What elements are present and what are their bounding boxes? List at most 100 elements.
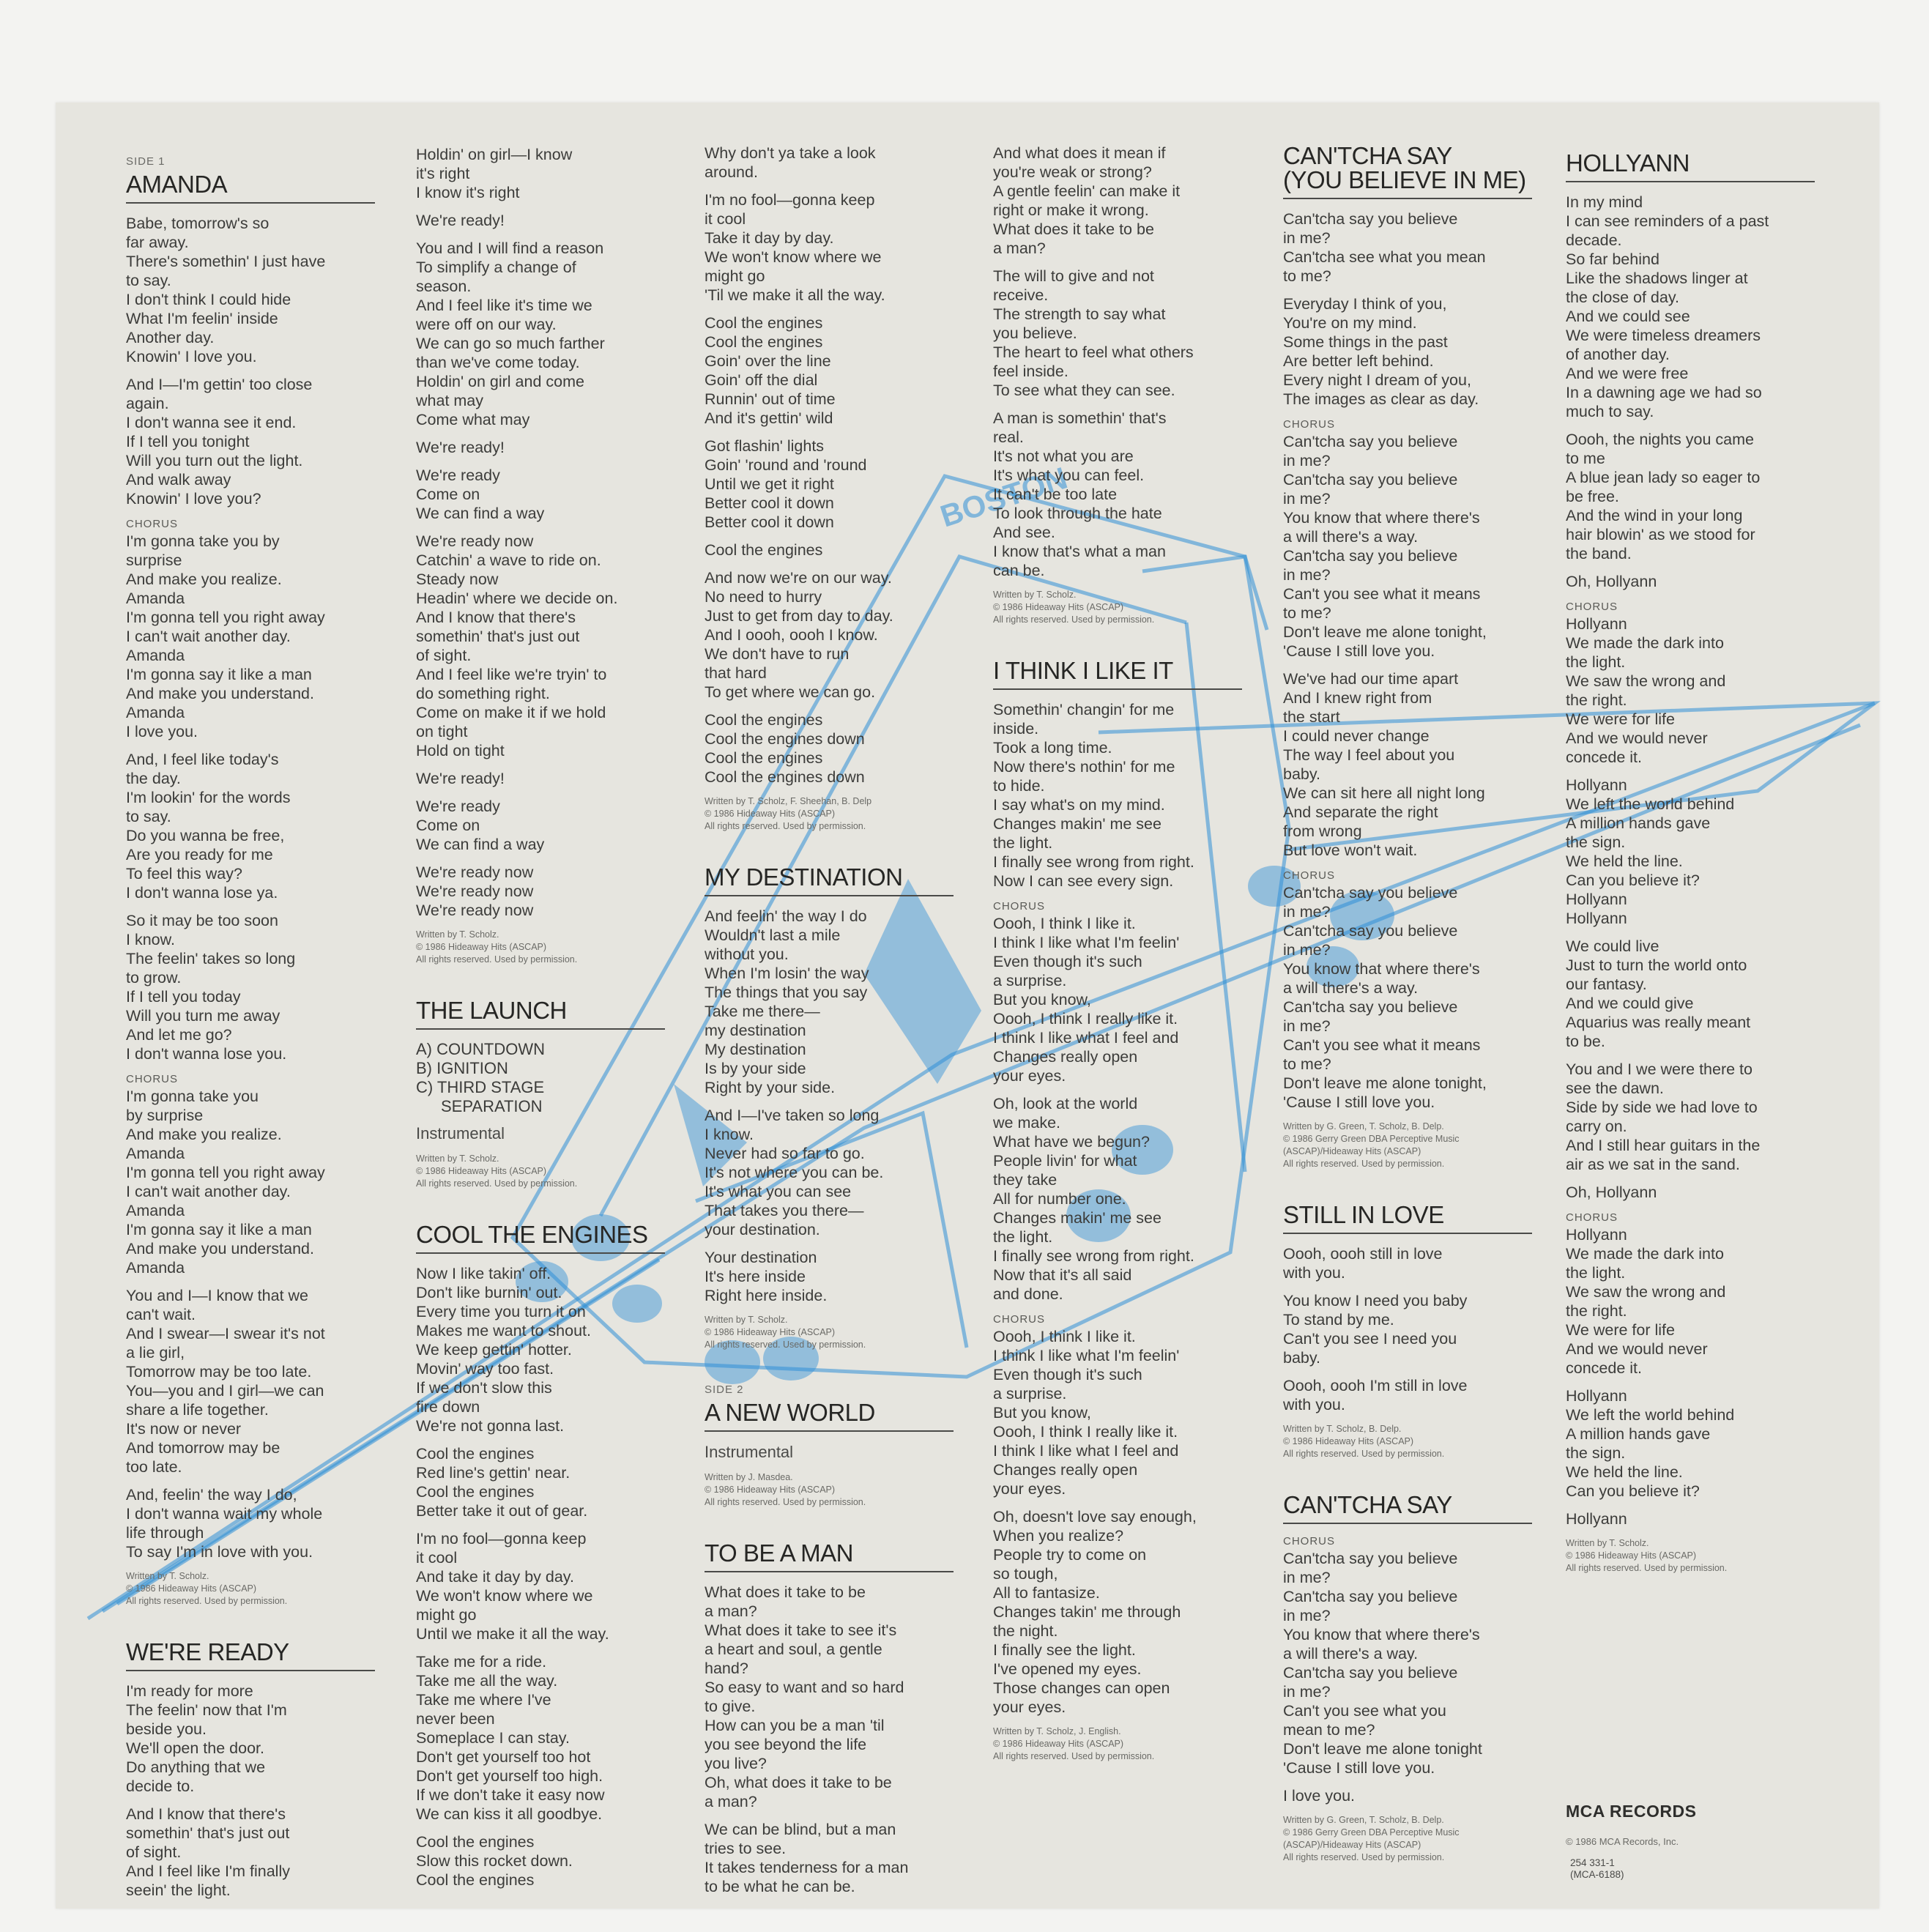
lyric-line: It's what you can feel. [993,467,1145,484]
lyric-line: Side by side we had love to [1566,1099,1758,1116]
lyric-line: than we've come today. [416,354,580,371]
stanza: We're ready! [416,438,665,457]
lyric-line: you're weak or strong? [993,163,1152,181]
lyric-line: far away. [126,234,189,251]
lyric-line: We won't know where we [705,248,882,266]
lyric-line: But you know, [993,991,1091,1008]
lyric-line: I love you. [126,723,198,740]
lyric-line: again. [126,395,169,412]
lyric-line: seein' the light. [126,1881,231,1899]
lyric-line: Can'tcha say you believe [1283,210,1458,228]
lyric-line: How can you be a man 'til [705,1717,885,1734]
lyric-line: The way I feel about you [1283,746,1455,764]
lyric-line: in me? [1283,490,1331,508]
song-title: MY DESTINATION [705,865,954,896]
lyric-line: And what does it mean if [993,144,1166,162]
lyric-line: We made the dark into [1566,634,1724,652]
lyric-line: I know. [126,931,175,948]
lyric-line: So far behind [1566,250,1659,268]
songwriter-credits: Written by T. Scholz.© 1986 Hideaway Hit… [126,1570,375,1608]
lyric-line: Oh, what does it take to be [705,1774,892,1791]
song-title: HOLLYANN [1566,151,1815,182]
lyric-line: We're ready! [416,439,505,456]
lyric-line: And I know that there's [126,1805,286,1823]
lyric-line: Every time you turn it on [416,1303,586,1320]
lyric-line: A gentle feelin' can make it [993,182,1181,200]
lyric-line: Can't you see what it means [1283,585,1481,603]
lyric-line: If I tell you today [126,988,241,1006]
lyric-line: Red line's gettin' near. [416,1464,570,1482]
stanza: We're ready! [416,769,665,788]
lyric-line: Can'tcha say you believe [1283,884,1458,902]
lyric-line: our fantasy. [1566,976,1647,993]
lyric-line: I finally see the light. [993,1641,1136,1659]
credit-line: Written by T. Scholz. [416,1153,499,1164]
songwriter-credits: Written by T. Scholz, J. English.© 1986 … [993,1725,1242,1763]
lyric-line: to be what he can be. [705,1878,855,1895]
lyric-line: Amanda [126,590,185,607]
credit-line: Written by T. Scholz, F. Sheehan, B. Del… [705,796,872,806]
lyric-line: Aquarius was really meant [1566,1014,1751,1031]
lyric-line: in me? [1283,566,1331,584]
track-item: A) COUNTDOWN [416,1040,545,1058]
lyric-line: I don't wanna wait my whole [126,1505,323,1523]
lyric-line: a will there's a way. [1283,528,1419,546]
lyric-line: And I knew right from [1283,689,1432,707]
lyric-line: with you. [1283,1396,1345,1413]
credit-line: Written by T. Scholz. [993,590,1077,600]
lyric-line: You're on my mind. [1283,314,1417,332]
credit-line: © 1986 Hideaway Hits (ASCAP) [416,942,547,952]
lyric-line: And I swear—I swear it's not [126,1325,325,1342]
lyric-line: I finally see wrong from right. [993,853,1194,871]
lyric-line: never been [416,1710,495,1728]
lyric-line: it cool [705,210,746,228]
lyric-line: And let me go? [126,1026,232,1044]
lyric-line: Why don't ya take a look [705,144,876,162]
lyric-line: right or make it wrong. [993,201,1149,219]
lyric-line: And see. [993,524,1055,541]
credit-line: © 1986 Hideaway Hits (ASCAP) [705,1327,836,1337]
lyric-line: can be. [993,562,1045,579]
lyric-line: You know that where there's [1283,960,1480,978]
lyric-line: somethin' that's just out [126,1824,290,1842]
lyric-line: Oooh, I think I really like it. [993,1423,1178,1441]
stanza: Hollyann [1566,1509,1815,1528]
lyric-line: the light. [993,1228,1053,1246]
lyric-line: I finally see wrong from right. [993,1247,1194,1265]
lyric-line: Movin' way too fast. [416,1360,554,1378]
lyric-line: What have we begun? [993,1133,1150,1151]
lyric-line: And I—I'm gettin' too close [126,376,313,393]
lyric-line: baby. [1283,765,1320,783]
lyric-line: Oh, look at the world [993,1095,1138,1112]
lyric-line: Until we make it all the way. [416,1625,609,1643]
lyric-line: feel inside. [993,363,1068,380]
lyric-line: Oooh, the nights you came [1566,431,1754,448]
lyric-line: We were timeless dreamers [1566,327,1761,344]
lyric-line: you believe. [993,324,1077,342]
lyric-line: You know that where there's [1283,1626,1480,1643]
lyric-line: the close of day. [1566,289,1679,306]
lyric-line: Right here inside. [705,1287,828,1304]
lyric-line: Don't leave me alone tonight, [1283,1074,1487,1092]
lyric-line: to me? [1283,604,1331,622]
song-title: I THINK I LIKE IT [993,658,1242,690]
lyric-line: I think I like what I'm feelin' [993,934,1180,951]
lyric-line: We could live [1566,937,1659,955]
lyric-line: Another day. [126,329,215,346]
songwriter-credits: Written by T. Scholz.© 1986 Hideaway Hit… [416,1153,665,1190]
lyric-line: And, I feel like today's [126,751,279,768]
lyric-line: Now there's nothin' for me [993,758,1175,776]
lyric-line: Knowin' I love you. [126,348,257,365]
lyric-line: Oooh, I think I really like it. [993,1010,1178,1028]
